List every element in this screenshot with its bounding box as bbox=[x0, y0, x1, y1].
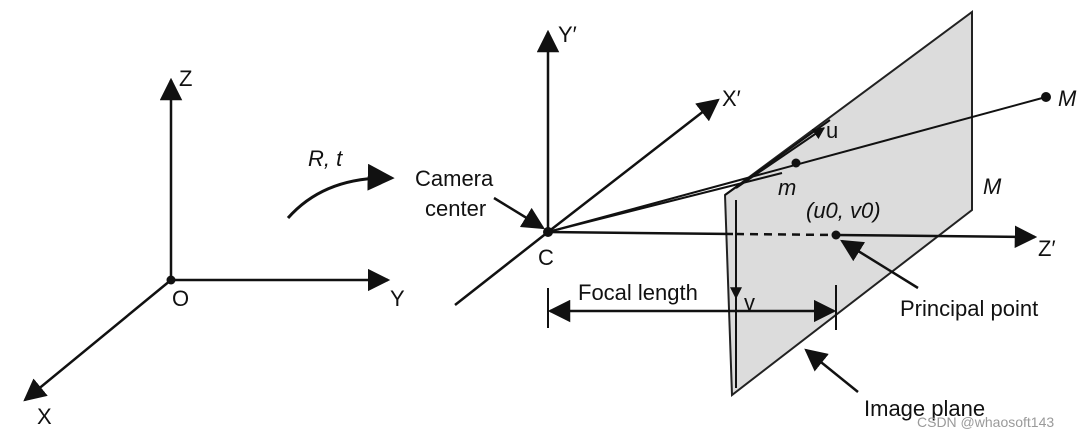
transform-label: R, t bbox=[308, 146, 343, 171]
camera-center-point-label: C bbox=[538, 245, 554, 270]
image-plane-pointer bbox=[804, 348, 859, 393]
camera-x-axis-back bbox=[454, 231, 549, 306]
focal-length-label: Focal length bbox=[578, 280, 698, 305]
image-point-label: m bbox=[778, 175, 796, 200]
world-point-label: M bbox=[1058, 86, 1077, 111]
world-origin-dot bbox=[166, 275, 176, 285]
image-plane bbox=[723, 10, 973, 397]
camera-x-label: X′ bbox=[722, 86, 741, 111]
camera-z-axis-dashed bbox=[735, 232, 837, 237]
transform-arrow bbox=[286, 163, 395, 219]
principal-point-dot bbox=[831, 230, 841, 240]
world-x-label: X bbox=[37, 404, 52, 429]
image-point-m bbox=[791, 158, 801, 168]
image-u-label: u bbox=[826, 118, 838, 143]
watermark: CSDN @whaosoft143 bbox=[917, 414, 1054, 430]
camera-z-axis-solid bbox=[547, 230, 734, 236]
camera-center-label-line2: center bbox=[425, 196, 486, 221]
image-u-axis bbox=[735, 127, 825, 189]
camera-z-label: Z′ bbox=[1038, 236, 1056, 261]
principal-point-pointer bbox=[840, 239, 919, 290]
principal-point-label: Principal point bbox=[900, 296, 1038, 321]
camera-center-pointer bbox=[493, 196, 545, 230]
world-x-axis bbox=[23, 279, 172, 402]
world-axes bbox=[23, 77, 391, 402]
camera-y-label: Y′ bbox=[558, 22, 577, 47]
camera-center-label-line1: Camera bbox=[415, 166, 494, 191]
camera-axes bbox=[454, 29, 1038, 306]
world-origin-label: O bbox=[172, 286, 189, 311]
world-y-label: Y bbox=[390, 286, 405, 311]
principal-coords-label: (u0, v0) bbox=[806, 198, 881, 223]
plane-name-label: M bbox=[983, 174, 1002, 199]
world-z-label: Z bbox=[179, 66, 192, 91]
camera-z-axis-front bbox=[835, 225, 1038, 249]
image-plane-label: Image plane bbox=[864, 396, 985, 421]
camera-x-axis bbox=[547, 98, 720, 233]
world-point-M bbox=[1041, 92, 1051, 102]
